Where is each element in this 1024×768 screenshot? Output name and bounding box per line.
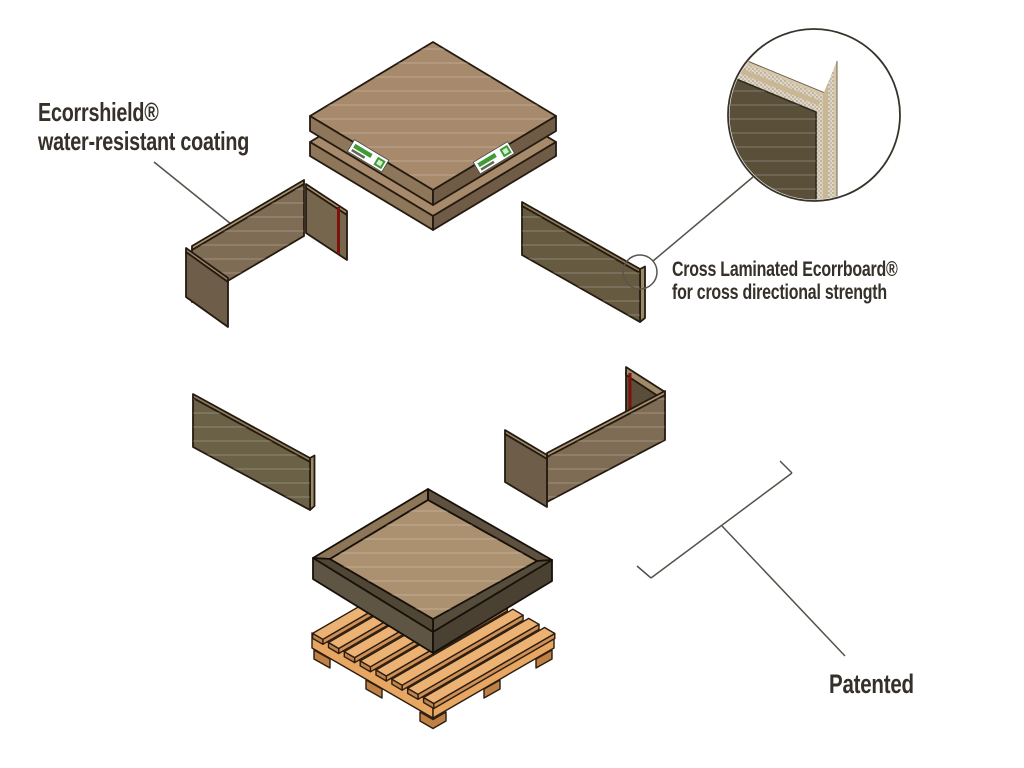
lid-top-slab <box>309 41 557 206</box>
upper-left-wall <box>185 179 348 328</box>
coating-annotation: Ecorrshield® water-resistant coating <box>38 98 249 156</box>
board-annotation-line1: Cross Laminated Ecorrboard® <box>672 258 898 281</box>
coating-annotation-line2: water-resistant coating <box>38 126 250 156</box>
coating-annotation-line1: Ecorrshield® <box>38 97 159 127</box>
patented-label: Patented <box>829 669 914 699</box>
detail-callout-circle <box>622 254 658 290</box>
coating-leader-line <box>153 161 232 225</box>
board-annotation: Cross Laminated Ecorrboard® for cross di… <box>672 258 898 304</box>
magnifier-circle <box>727 28 901 202</box>
brand-label <box>472 141 516 175</box>
patented-annotation: Patented <box>829 670 914 699</box>
lower-right-wall <box>504 366 666 508</box>
magnifier-connector-line <box>652 176 754 262</box>
base-tray <box>312 488 553 654</box>
lid <box>309 41 557 231</box>
pallet-slat <box>422 626 556 710</box>
pallet-slat <box>391 608 524 691</box>
board-annotation-line2: for cross directional strength <box>672 281 887 304</box>
patented-bracket <box>636 460 846 657</box>
pallet-slat <box>407 617 540 700</box>
lower-left-panel <box>192 393 316 511</box>
tray-outer-right <box>432 559 553 654</box>
pallet-feet <box>313 649 553 730</box>
right-side-panel <box>521 201 646 323</box>
brand-label <box>346 139 390 173</box>
